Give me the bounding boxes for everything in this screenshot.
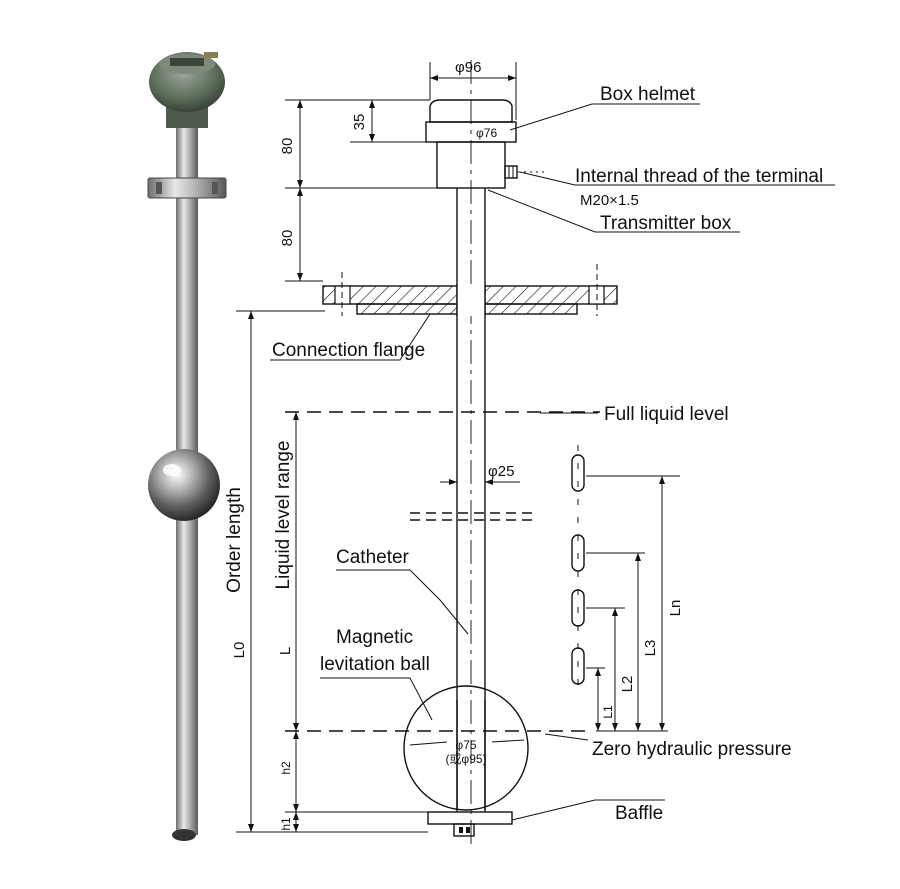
dim-h2: h2 <box>279 761 293 775</box>
dim-80-bottom: 80 <box>279 230 296 247</box>
dim-phi96-label: φ96 <box>455 59 481 76</box>
technical-drawing: φ96 φ76 80 35 80 φ25 φ75 (或φ95) <box>224 59 835 850</box>
label-baffle: Baffle <box>615 803 663 824</box>
label-magnetic-line2: levitation ball <box>320 654 430 675</box>
dim-Ln: Ln <box>667 600 684 617</box>
label-catheter: Catheter <box>336 547 410 568</box>
dim-L0: L0 <box>231 642 248 659</box>
dim-phi96: φ96 <box>429 59 517 120</box>
label-transmitter-box: Transmitter box <box>600 213 732 234</box>
dim-phi76-label: φ76 <box>476 126 497 140</box>
flange-drawing <box>322 264 618 316</box>
label-zero-pressure: Zero hydraulic pressure <box>592 739 792 760</box>
label-box-helmet: Box helmet <box>600 84 696 105</box>
label-order-length: Order length <box>224 487 245 593</box>
dim-L3: L3 <box>642 640 659 657</box>
label-internal-thread: Internal thread of the terminal <box>575 166 823 187</box>
dim-L2: L2 <box>619 676 636 693</box>
product-photo <box>147 52 227 841</box>
label-magnetic-line1: Magnetic <box>336 627 413 648</box>
dim-h1: h1 <box>279 817 293 831</box>
label-connection-flange: Connection flange <box>272 340 425 361</box>
dim-height-stack: 80 35 80 <box>279 99 437 282</box>
dim-35: 35 <box>351 114 368 131</box>
photo-magnetic-ball <box>148 449 220 521</box>
dim-phi75-label: φ75 <box>455 738 476 752</box>
label-full-liquid-level: Full liquid level <box>604 404 729 425</box>
leader-lines <box>270 103 835 821</box>
photo-rod-tip <box>172 829 196 841</box>
baffle-drawing <box>427 811 513 837</box>
photo-flange <box>147 177 227 199</box>
dim-h: h2 h1 <box>279 731 428 832</box>
dim-phi95-label: (或φ95) <box>445 752 486 766</box>
reed-switch-array: L1 L2 L3 Ln <box>571 445 684 732</box>
dim-liquid-range: L <box>277 412 299 731</box>
ball-drawing <box>403 685 529 811</box>
helmet-drawing <box>425 99 545 189</box>
photo-box-helmet <box>149 52 225 128</box>
dim-phi25-label: φ25 <box>488 463 514 480</box>
dim-80-top: 80 <box>279 138 296 155</box>
dim-L: L <box>277 647 294 655</box>
dim-order-length: L0 <box>231 310 428 833</box>
dim-phi25: φ25 <box>440 463 520 485</box>
label-thread-spec: M20×1.5 <box>580 192 639 209</box>
label-liquid-level-range: Liquid level range <box>273 441 294 590</box>
dim-L1: L1 <box>601 705 615 719</box>
